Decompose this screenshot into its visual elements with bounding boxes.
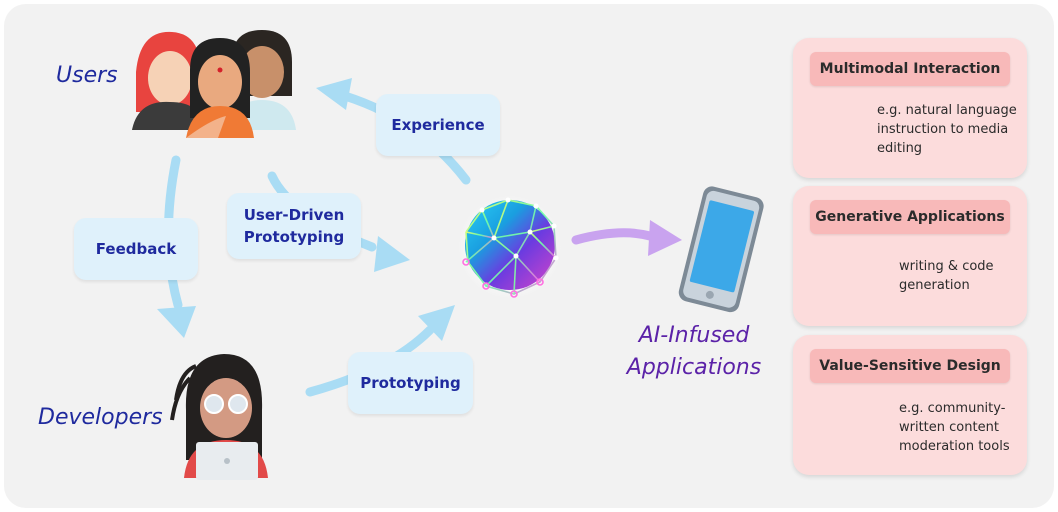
users-illustration (132, 30, 296, 138)
card-title: Value-Sensitive Design (810, 349, 1010, 383)
card-title: Generative Applications (810, 200, 1010, 234)
card-generative-applications: Generative Applications writing & code g… (793, 186, 1027, 326)
pill-experience: Experience (376, 94, 500, 156)
developer-illustration (170, 354, 268, 480)
ai-sphere-icon (458, 195, 562, 299)
pill-feedback: Feedback (74, 218, 198, 280)
card-title: Multimodal Interaction (810, 52, 1010, 86)
developers-label: Developers (38, 405, 163, 430)
users-label: Users (56, 63, 118, 88)
card-value-sensitive-design: Value-Sensitive Design e.g. community- w… (793, 335, 1027, 475)
pill-user-driven-prototyping: User-Driven Prototyping (227, 193, 361, 259)
card-description: e.g. natural language instruction to med… (877, 103, 1017, 156)
card-multimodal-interaction: Multimodal Interaction e.g. natural lang… (793, 38, 1027, 178)
arrow-to-applications (571, 220, 682, 256)
smartphone-icon (678, 186, 764, 313)
pill-prototyping: Prototyping (348, 352, 473, 414)
ai-infused-applications-label: AI-Infused Applications (626, 323, 762, 380)
card-description: e.g. community- written content moderati… (899, 401, 1010, 454)
card-description: writing & code generation (899, 259, 994, 293)
